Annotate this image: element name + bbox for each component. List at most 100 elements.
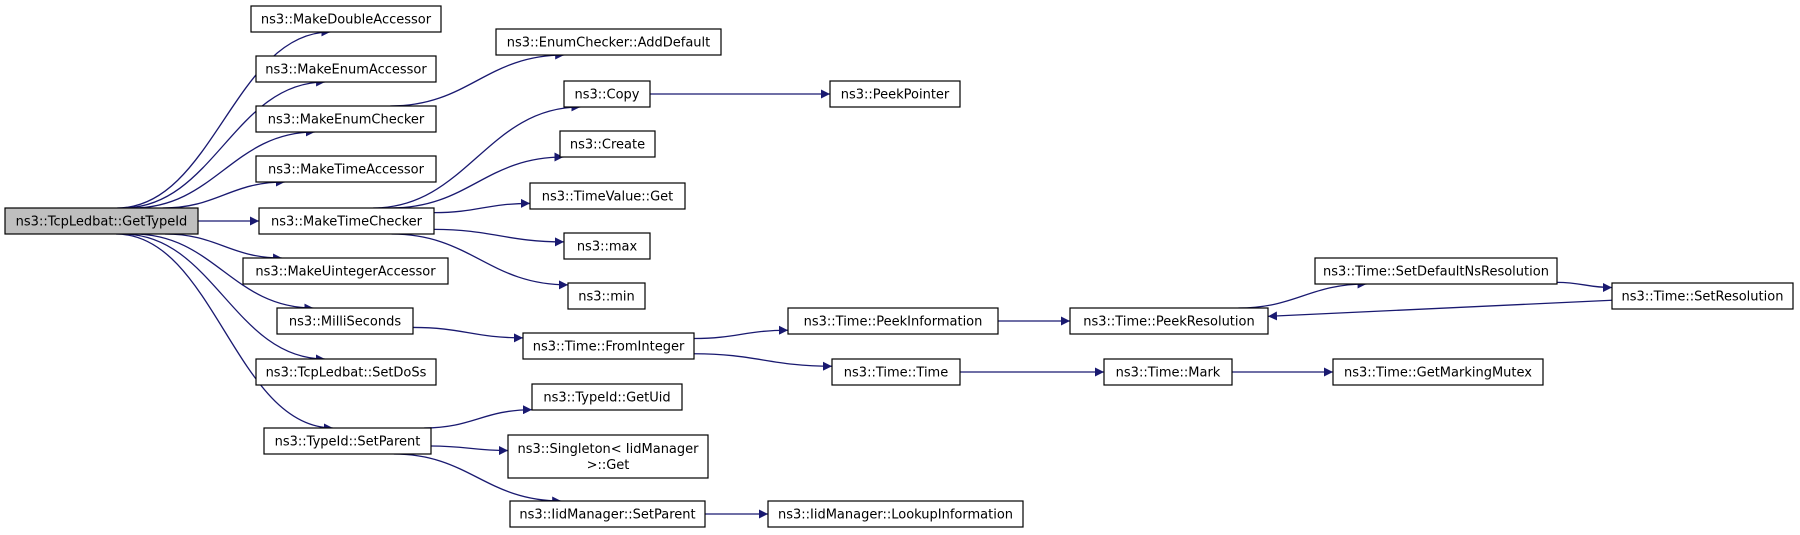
node-millis[interactable]: ns3::MilliSeconds	[276, 307, 414, 335]
node-peekptr[interactable]: ns3::PeekPointer	[829, 80, 961, 108]
node-box-millis[interactable]	[276, 307, 414, 335]
node-timetime[interactable]: ns3::Time::Time	[831, 358, 961, 386]
node-box-root[interactable]	[4, 207, 199, 235]
node-label-getuid: ns3::TypeId::GetUid	[543, 391, 670, 406]
node-label-create: ns3::Create	[570, 138, 645, 153]
node-box-singleton[interactable]	[507, 434, 709, 479]
node-label-peekinfo: ns3::Time::PeekInformation	[804, 315, 983, 330]
edge-fromint-to-timetime	[693, 353, 833, 371]
edge-setres-to-peekres	[1267, 299, 1613, 321]
node-label-mktimeacc: ns3::MakeTimeAccessor	[268, 163, 425, 178]
node-box-setdefns[interactable]	[1314, 257, 1558, 285]
node-box-peekres[interactable]	[1069, 307, 1269, 335]
edge-setparent-to-singleton	[430, 445, 509, 456]
edge-root-to-millis	[133, 233, 314, 313]
node-box-peekinfo[interactable]	[787, 307, 999, 335]
node-label-lookup: ns3::IidManager::LookupInformation	[778, 508, 1013, 523]
edge-root-to-setdoss	[122, 233, 325, 364]
edge-root-to-mktimeacc	[162, 177, 285, 209]
node-box-copy[interactable]	[563, 80, 651, 108]
node-box-setparent[interactable]	[263, 427, 432, 455]
node-box-mkdbl[interactable]	[250, 5, 442, 33]
node-setres[interactable]: ns3::Time::SetResolution	[1611, 282, 1794, 310]
node-label-max: ns3::max	[577, 240, 638, 255]
node-label-mark: ns3::Time::Mark	[1116, 366, 1221, 381]
node-label-tvget: ns3::TimeValue::Get	[542, 190, 674, 205]
node-label-mkenumchk: ns3::MakeEnumChecker	[268, 113, 425, 128]
node-box-mark[interactable]	[1103, 358, 1233, 386]
node-setdefns[interactable]: ns3::Time::SetDefaultNsResolution	[1314, 257, 1558, 285]
edge-root-to-mkuint	[164, 233, 283, 263]
node-box-iidsetpar[interactable]	[509, 500, 706, 528]
node-min[interactable]: ns3::min	[567, 282, 646, 310]
node-create[interactable]: ns3::Create	[559, 130, 656, 158]
node-iidsetpar[interactable]: ns3::IidManager::SetParent	[509, 500, 706, 528]
node-box-peekptr[interactable]	[829, 80, 961, 108]
node-box-getmutex[interactable]	[1332, 358, 1544, 386]
node-box-create[interactable]	[559, 130, 656, 158]
node-box-tvget[interactable]	[529, 182, 686, 210]
node-mktimeacc[interactable]: ns3::MakeTimeAccessor	[255, 155, 437, 183]
node-box-adddef[interactable]	[495, 28, 722, 56]
edge-peekres-to-setdefns	[1238, 279, 1367, 309]
edge-fromint-to-peekinfo	[693, 325, 789, 340]
node-box-lookup[interactable]	[767, 500, 1024, 528]
node-singleton[interactable]: ns3::Singleton< IidManager>::Get	[507, 434, 709, 479]
edge-root-to-mkenumacc	[122, 77, 326, 209]
edge-mktimechk-to-max	[433, 228, 565, 247]
node-box-mktimeacc[interactable]	[255, 155, 437, 183]
node-mkenumchk[interactable]: ns3::MakeEnumChecker	[255, 105, 437, 133]
node-copy[interactable]: ns3::Copy	[563, 80, 651, 108]
node-box-mkuint[interactable]	[242, 257, 449, 285]
node-mark[interactable]: ns3::Time::Mark	[1103, 358, 1233, 386]
node-label-mkenumacc: ns3::MakeEnumAccessor	[265, 63, 427, 78]
edges-layer	[116, 27, 1613, 519]
edge-setparent-to-getuid	[424, 405, 533, 429]
node-box-min[interactable]	[567, 282, 646, 310]
node-label-setparent: ns3::TypeId::SetParent	[275, 435, 421, 450]
node-label-timetime: ns3::Time::Time	[844, 366, 948, 381]
node-label-fromint: ns3::Time::FromInteger	[533, 340, 685, 355]
node-setdoss[interactable]: ns3::TcpLedbat::SetDoSs	[255, 358, 437, 386]
node-label-copy: ns3::Copy	[574, 88, 639, 103]
node-box-mkenumchk[interactable]	[255, 105, 437, 133]
node-box-setdoss[interactable]	[255, 358, 437, 386]
node-mkenumacc[interactable]: ns3::MakeEnumAccessor	[255, 55, 437, 83]
node-label-singleton: ns3::Singleton< IidManager	[517, 442, 699, 457]
nodes-layer: ns3::TcpLedbat::GetTypeId ns3::MakeDouble…	[4, 5, 1794, 528]
node-getmutex[interactable]: ns3::Time::GetMarkingMutex	[1332, 358, 1544, 386]
node-fromint[interactable]: ns3::Time::FromInteger	[522, 332, 695, 360]
node-tvget[interactable]: ns3::TimeValue::Get	[529, 182, 686, 210]
node-mktimechk[interactable]: ns3::MakeTimeChecker	[258, 207, 435, 235]
node-root[interactable]: ns3::TcpLedbat::GetTypeId	[4, 207, 199, 235]
node-box-getuid[interactable]	[531, 383, 683, 411]
node-label-setres: ns3::Time::SetResolution	[1622, 290, 1784, 305]
node-box-mkenumacc[interactable]	[255, 55, 437, 83]
node-box-fromint[interactable]	[522, 332, 695, 360]
edge-root-to-mkdbl	[117, 27, 331, 209]
node-box-timetime[interactable]	[831, 358, 961, 386]
node-getuid[interactable]: ns3::TypeId::GetUid	[531, 383, 683, 411]
node-peekinfo[interactable]: ns3::Time::PeekInformation	[787, 307, 999, 335]
node-lookup[interactable]: ns3::IidManager::LookupInformation	[767, 500, 1024, 528]
node-peekres[interactable]: ns3::Time::PeekResolution	[1069, 307, 1269, 335]
node-box-mktimechk[interactable]	[258, 207, 435, 235]
node-label-mkuint: ns3::MakeUintegerAccessor	[255, 265, 436, 280]
node-mkuint[interactable]: ns3::MakeUintegerAccessor	[242, 257, 449, 285]
node-adddef[interactable]: ns3::EnumChecker::AddDefault	[495, 28, 722, 56]
edge-mktimechk-to-create	[390, 152, 564, 209]
node-label-adddef: ns3::EnumChecker::AddDefault	[507, 36, 710, 51]
node-label-singleton: >::Get	[587, 458, 630, 473]
node-setparent[interactable]: ns3::TypeId::SetParent	[263, 427, 432, 455]
edge-setparent-to-iidsetpar	[393, 453, 562, 506]
node-max[interactable]: ns3::max	[563, 232, 651, 260]
edge-root-to-mkenumchk	[132, 127, 315, 209]
node-label-peekptr: ns3::PeekPointer	[841, 88, 950, 103]
node-mkdbl[interactable]: ns3::MakeDoubleAccessor	[250, 5, 442, 33]
node-label-mkdbl: ns3::MakeDoubleAccessor	[261, 13, 432, 28]
node-label-setdefns: ns3::Time::SetDefaultNsResolution	[1323, 265, 1549, 280]
edge-setdefns-to-setres	[1556, 281, 1613, 293]
node-box-max[interactable]	[563, 232, 651, 260]
node-label-iidsetpar: ns3::IidManager::SetParent	[519, 508, 695, 523]
node-box-setres[interactable]	[1611, 282, 1794, 310]
